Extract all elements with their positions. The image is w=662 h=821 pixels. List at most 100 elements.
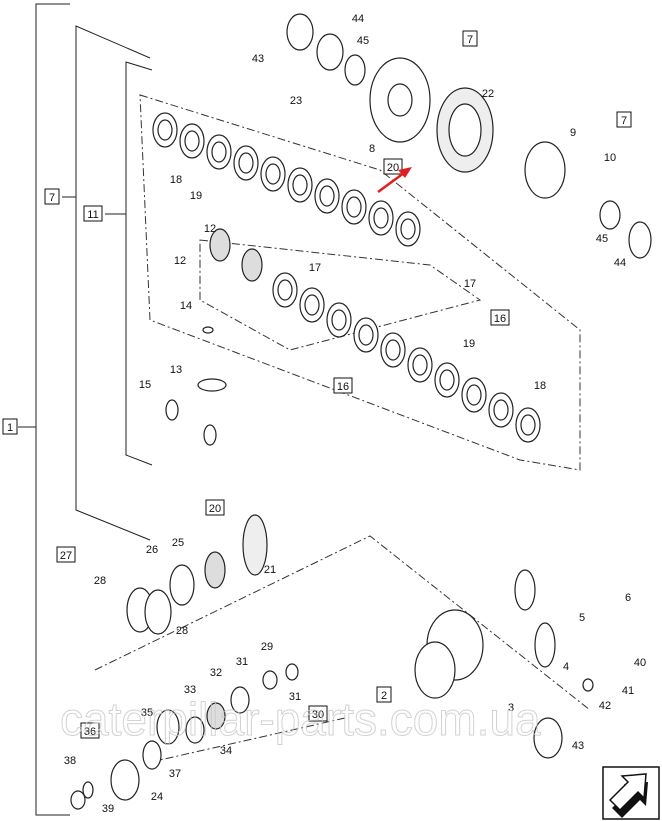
part-callout[interactable]: 12	[204, 223, 216, 235]
callout-label: 5	[579, 612, 585, 624]
part-callout[interactable]: 4	[563, 661, 569, 673]
item-group-callout[interactable]: 7	[462, 30, 478, 47]
callout-label: 17	[464, 278, 476, 290]
item-group-callout[interactable]: 30	[308, 705, 328, 722]
part-callout[interactable]: 12	[174, 255, 186, 267]
callout-box	[490, 309, 510, 326]
part-callout[interactable]: 3	[508, 702, 514, 714]
callout-label: 34	[220, 745, 232, 757]
callout-label: 30	[312, 709, 324, 721]
part-callout[interactable]: 33	[184, 684, 196, 696]
part-callout[interactable]: 23	[290, 95, 302, 107]
part-callout[interactable]: 34	[220, 745, 232, 757]
part-callout[interactable]: 28	[94, 575, 106, 587]
bracket-1	[18, 3, 70, 816]
case-hub	[387, 83, 413, 117]
callout-label: 32	[210, 667, 222, 679]
part-callout[interactable]: 15	[139, 379, 151, 391]
callout-label: 15	[139, 379, 151, 391]
part-callout[interactable]: 6	[625, 592, 631, 604]
part-callout[interactable]: 9	[570, 127, 576, 139]
shim-ring	[144, 589, 172, 635]
part-callout[interactable]: 18	[534, 380, 546, 392]
item-group-callout[interactable]: 16	[333, 377, 353, 394]
dash-box-mid	[199, 239, 482, 351]
clutch-disc-hole	[358, 324, 374, 346]
seal-ring	[286, 13, 314, 51]
callout-label: 40	[634, 657, 646, 669]
part-callout[interactable]: 38	[64, 755, 76, 767]
part-callout[interactable]: 19	[463, 338, 475, 350]
item-group-callout[interactable]: 16	[490, 309, 510, 326]
part-callout[interactable]: 22	[482, 88, 494, 100]
part-callout[interactable]: 29	[261, 641, 273, 653]
part-callout[interactable]: 42	[599, 700, 611, 712]
callout-label: 17	[309, 262, 321, 274]
item-group-callout[interactable]: 27	[56, 546, 76, 563]
callout-label: 44	[614, 257, 626, 269]
part-callout[interactable]: 19	[190, 190, 202, 202]
callout-label: 43	[252, 53, 264, 65]
part-callout[interactable]: 37	[169, 768, 181, 780]
item-group-callout[interactable]: 20	[205, 499, 225, 516]
clip	[582, 678, 594, 692]
callout-label: 36	[84, 726, 96, 738]
part-callout[interactable]: 43	[572, 740, 584, 752]
part-callout[interactable]: 31	[236, 656, 248, 668]
part-callout[interactable]: 8	[369, 143, 375, 155]
part-callout[interactable]: 45	[596, 233, 608, 245]
bearing	[344, 54, 366, 86]
part-callout[interactable]: 45	[357, 35, 369, 47]
next-page-arrow-icon[interactable]	[602, 766, 660, 820]
callout-label: 19	[463, 338, 475, 350]
washer	[82, 781, 94, 799]
clutch-disc-hole	[412, 354, 428, 376]
part-callout[interactable]: 44	[614, 257, 626, 269]
callout-label: 29	[261, 641, 273, 653]
callout-label: 44	[352, 13, 364, 25]
callout-label: 37	[169, 768, 181, 780]
pinion-shaft	[242, 514, 268, 576]
part-callout[interactable]: 18	[170, 174, 182, 186]
part-callout[interactable]: 24	[151, 791, 163, 803]
part-callout[interactable]: 28	[176, 625, 188, 637]
clutch-disc-hole	[292, 174, 308, 196]
part-callout[interactable]: 5	[579, 612, 585, 624]
part-callout[interactable]: 10	[604, 152, 616, 164]
part-callout[interactable]: 35	[141, 707, 153, 719]
item-group-callout[interactable]: 11	[83, 205, 103, 222]
callout-label: 7	[621, 115, 627, 127]
clutch-disc-hole	[493, 399, 509, 421]
item-group-callout[interactable]: 7	[44, 188, 60, 205]
callout-label: 20	[387, 162, 399, 174]
part-callout[interactable]: 17	[309, 262, 321, 274]
part-callout[interactable]: 17	[464, 278, 476, 290]
callout-box	[376, 686, 392, 703]
callout-box	[462, 30, 478, 47]
callout-label: 16	[494, 313, 506, 325]
part-callout[interactable]: 32	[210, 667, 222, 679]
item-group-callout[interactable]: 20	[383, 158, 403, 175]
item-group-callout[interactable]: 7	[616, 111, 632, 128]
part-callout[interactable]: 41	[622, 685, 634, 697]
part-callout[interactable]: 14	[180, 300, 192, 312]
part-callout[interactable]: 26	[146, 544, 158, 556]
callout-box	[383, 158, 403, 175]
part-callout[interactable]: 40	[634, 657, 646, 669]
pinion	[165, 399, 179, 421]
spring	[262, 670, 278, 690]
part-callout[interactable]: 43	[252, 53, 264, 65]
callout-label: 19	[190, 190, 202, 202]
part-callout[interactable]: 31	[289, 691, 301, 703]
callout-label: 42	[599, 700, 611, 712]
part-callout[interactable]: 44	[352, 13, 364, 25]
part-callout[interactable]: 25	[172, 537, 184, 549]
clutch-disc-hole	[211, 141, 227, 163]
item-group-callout[interactable]: 1	[2, 418, 18, 435]
item-group-callout[interactable]: 2	[376, 686, 392, 703]
item-group-callout[interactable]: 36	[80, 722, 100, 739]
part-callout[interactable]: 13	[170, 364, 182, 376]
part-callout[interactable]: 39	[102, 803, 114, 815]
part-callout[interactable]: 21	[264, 564, 276, 576]
